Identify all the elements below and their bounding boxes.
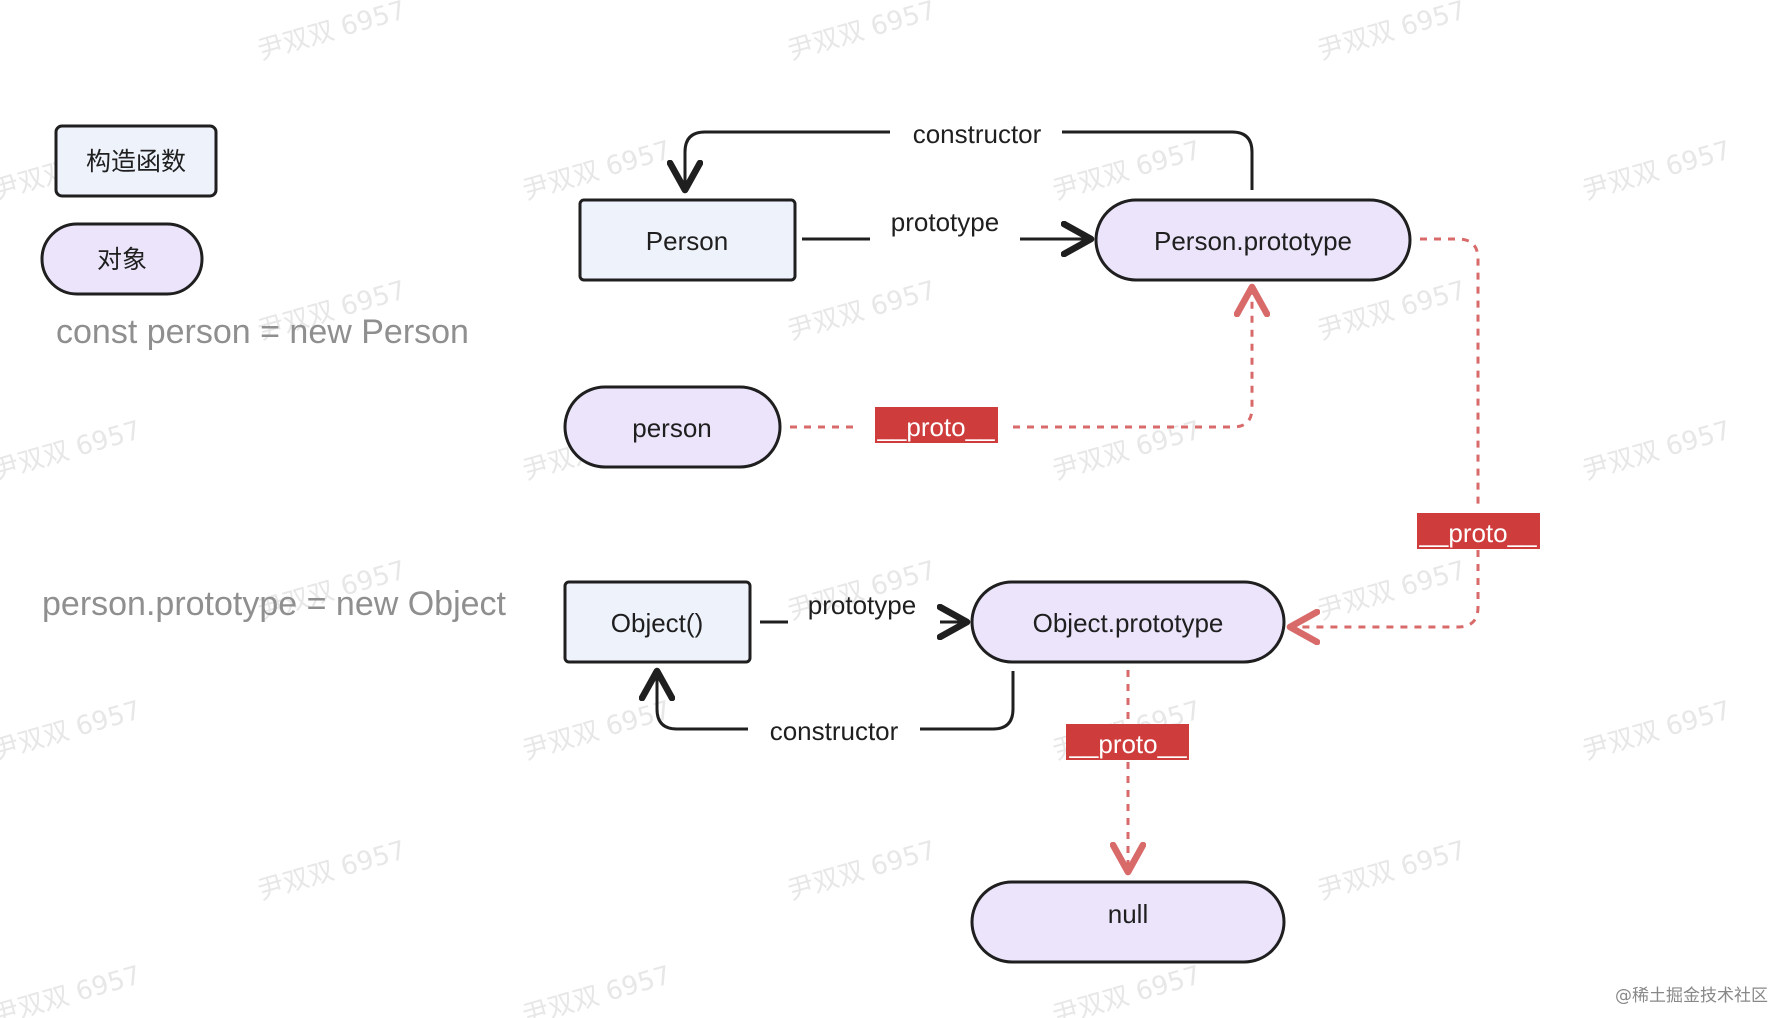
- null-node: [970, 880, 1286, 964]
- footer-watermark: @稀土掘金技术社区: [1615, 986, 1768, 1006]
- null-label: null: [1108, 899, 1148, 929]
- object-prototype-node: [970, 580, 1286, 664]
- legend-constructor-label: 构造函数: [86, 148, 186, 176]
- legend-constructor-box: [54, 124, 218, 198]
- proto-person-arrow: [790, 287, 1252, 429]
- proto-null-label: __proto__: [1068, 729, 1187, 759]
- person-object-node: [563, 385, 782, 469]
- proto-right-label: __proto__: [1418, 518, 1537, 548]
- note-const-person: const person = new Person: [56, 313, 469, 351]
- person-prototype-label: Person.prototype: [1154, 226, 1352, 256]
- person-constructor-node: [578, 198, 797, 282]
- proto-person-label: __proto__: [876, 412, 995, 442]
- prototype-bottom-label: prototype: [808, 590, 916, 620]
- object-constructor-node: [563, 580, 752, 664]
- constructor-top-label: constructor: [913, 119, 1042, 149]
- proto-right-badge: [1417, 513, 1540, 549]
- legend-object-box: [40, 222, 204, 296]
- constructor-top-arrow: [685, 130, 1254, 190]
- person-object-label: person: [632, 413, 712, 443]
- prototype-top-label: prototype: [891, 207, 999, 237]
- note-person-prototype: person.prototype = new Object: [42, 585, 507, 623]
- legend-object-label: 对象: [97, 246, 147, 274]
- constructor-bottom-arrow: [657, 671, 1015, 731]
- proto-right-arrow: [1290, 237, 1480, 627]
- object-prototype-label: Object.prototype: [1033, 608, 1224, 638]
- constructor-bottom-label: constructor: [770, 716, 899, 746]
- person-constructor-label: Person: [646, 226, 728, 256]
- object-constructor-label: Object(): [611, 608, 703, 638]
- proto-person-badge: [875, 407, 998, 443]
- proto-null-badge: [1066, 724, 1189, 760]
